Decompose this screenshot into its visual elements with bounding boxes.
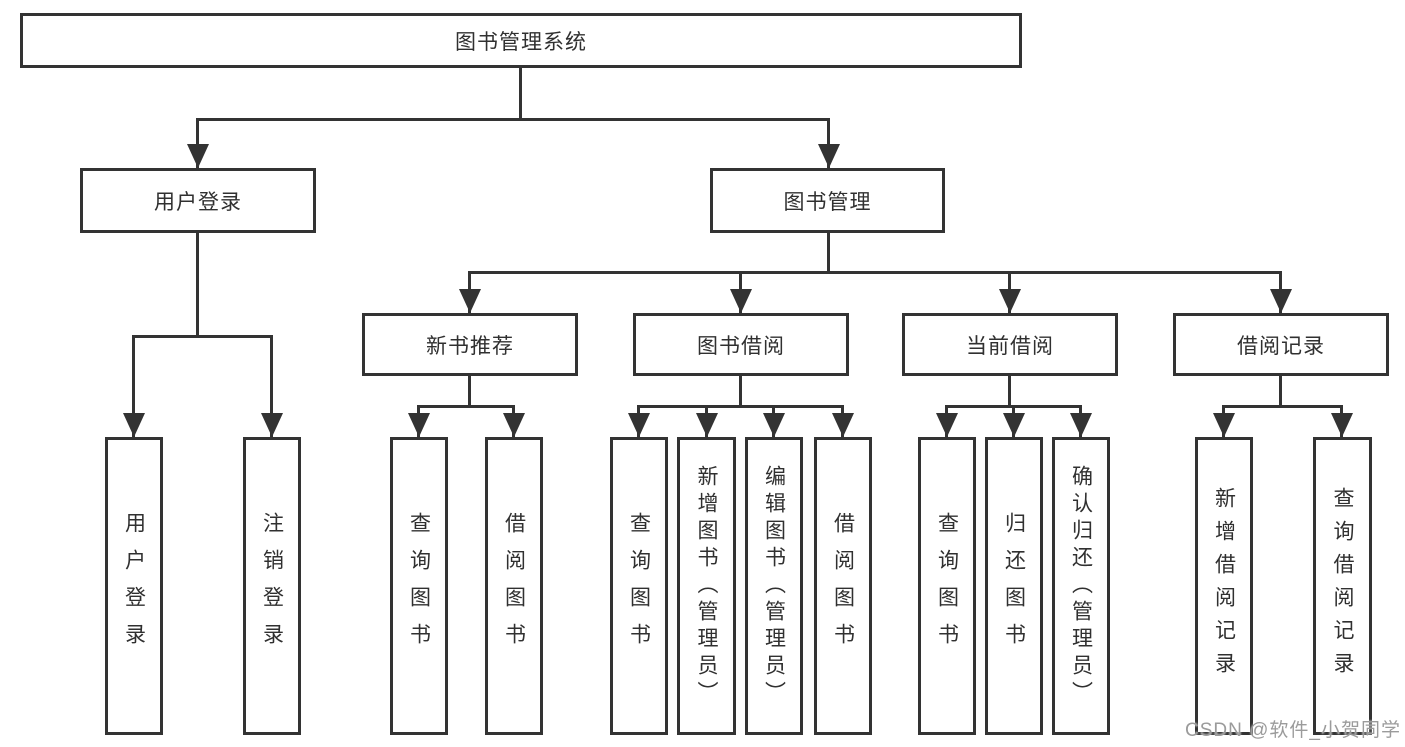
- arrowhead-borrow-records: [1270, 289, 1292, 313]
- leaf-confirm-return-admin-label: 确认归还（管理员）: [1069, 464, 1093, 708]
- arrowhead-query-current: [936, 413, 958, 437]
- arrowhead-add-book: [696, 413, 718, 437]
- connector-mgmt-rail: [468, 271, 1282, 274]
- connector-drop-user-login: [196, 118, 199, 168]
- node-book-borrow-label: 图书借阅: [697, 334, 785, 358]
- connector-mgmt-stem: [827, 233, 830, 271]
- leaf-query-books-current-label: 查询图书: [935, 512, 959, 660]
- leaf-query-books-recommend: 查询图书: [390, 437, 448, 735]
- arrowhead-user-login: [187, 144, 209, 168]
- node-user-login-label: 用户登录: [154, 190, 242, 214]
- node-borrow-records: 借阅记录: [1173, 313, 1389, 376]
- connector-records-rail: [1222, 405, 1343, 408]
- leaf-user-login-label: 用户登录: [122, 512, 146, 660]
- node-borrow-records-label: 借阅记录: [1237, 334, 1325, 358]
- connector-current-stem: [1008, 376, 1011, 405]
- arrowhead-book-management: [818, 144, 840, 168]
- connector-login-stem: [196, 233, 199, 335]
- arrowhead-confirm-return: [1070, 413, 1092, 437]
- leaf-query-books-borrow: 查询图书: [610, 437, 668, 735]
- connector-borrow-stem: [739, 376, 742, 405]
- leaf-add-borrow-record-label: 新增借阅记录: [1212, 487, 1236, 685]
- node-root-label: 图书管理系统: [455, 30, 587, 54]
- arrowhead-query-record: [1331, 413, 1353, 437]
- leaf-add-book-admin: 新增图书（管理员）: [677, 437, 736, 735]
- node-current-borrow-label: 当前借阅: [966, 334, 1054, 358]
- node-book-borrow: 图书借阅: [633, 313, 849, 376]
- leaf-add-borrow-record: 新增借阅记录: [1195, 437, 1253, 735]
- arrowhead-leaf-user-login: [123, 413, 145, 437]
- connector-root-stem: [519, 68, 522, 118]
- arrowhead-new-book-recommend: [459, 289, 481, 313]
- leaf-edit-book-admin: 编辑图书（管理员）: [745, 437, 803, 735]
- leaf-confirm-return-admin: 确认归还（管理员）: [1052, 437, 1110, 735]
- arrowhead-add-record: [1213, 413, 1235, 437]
- node-root: 图书管理系统: [20, 13, 1022, 68]
- leaf-borrow-books: 借阅图书: [814, 437, 872, 735]
- connector-drop-book-management: [827, 118, 830, 168]
- connector-root-rail: [196, 118, 830, 121]
- node-book-management-label: 图书管理: [783, 190, 872, 214]
- connector-recommend-rail: [417, 405, 515, 408]
- leaf-borrow-books-recommend: 借阅图书: [485, 437, 543, 735]
- csdn-watermark: CSDN @软件_小贺同学: [1185, 720, 1401, 741]
- arrowhead-book-borrow: [730, 289, 752, 313]
- node-user-login: 用户登录: [80, 168, 316, 233]
- leaf-user-login: 用户登录: [105, 437, 163, 735]
- leaf-return-book-label: 归还图书: [1002, 512, 1026, 660]
- leaf-borrow-books-label: 借阅图书: [831, 512, 855, 660]
- leaf-logout: 注销登录: [243, 437, 301, 735]
- connector-records-stem: [1279, 376, 1282, 405]
- connector-borrow-rail: [637, 405, 844, 408]
- node-current-borrow: 当前借阅: [902, 313, 1118, 376]
- node-new-book-recommend: 新书推荐: [362, 313, 578, 376]
- connector-drop-leaf-user-login: [132, 335, 135, 437]
- arrowhead-borrow-books: [832, 413, 854, 437]
- connector-drop-leaf-logout: [270, 335, 273, 437]
- leaf-logout-label: 注销登录: [260, 512, 284, 660]
- connector-recommend-stem: [468, 376, 471, 405]
- connector-login-rail: [132, 335, 273, 338]
- arrowhead-query-borrow: [628, 413, 650, 437]
- leaf-query-borrow-record: 查询借阅记录: [1313, 437, 1372, 735]
- leaf-query-borrow-record-label: 查询借阅记录: [1331, 487, 1354, 685]
- leaf-edit-book-admin-label: 编辑图书（管理员）: [762, 464, 786, 708]
- leaf-query-books-borrow-label: 查询图书: [627, 512, 651, 660]
- arrowhead-current-borrow: [999, 289, 1021, 313]
- arrowhead-return-book: [1003, 413, 1025, 437]
- leaf-borrow-books-recommend-label: 借阅图书: [502, 512, 526, 660]
- leaf-query-books-current: 查询图书: [918, 437, 976, 735]
- leaf-query-books-recommend-label: 查询图书: [407, 512, 431, 660]
- node-new-book-recommend-label: 新书推荐: [426, 334, 514, 358]
- arrowhead-edit-book: [763, 413, 785, 437]
- arrowhead-query-recommend: [408, 413, 430, 437]
- leaf-add-book-admin-label: 新增图书（管理员）: [695, 464, 718, 708]
- arrowhead-borrow-recommend: [503, 413, 525, 437]
- node-book-management: 图书管理: [710, 168, 945, 233]
- arrowhead-leaf-logout: [261, 413, 283, 437]
- leaf-return-book: 归还图书: [985, 437, 1043, 735]
